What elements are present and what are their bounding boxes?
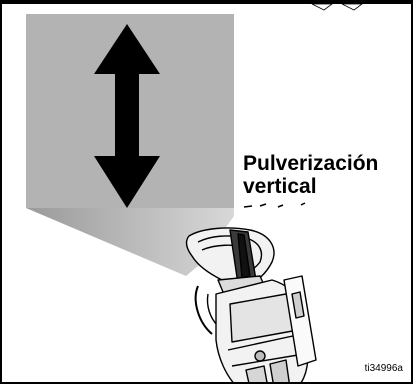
figure-id: ti34996a [364, 363, 403, 374]
spray-label-line2: vertical [243, 175, 317, 198]
spray-fan [26, 208, 234, 276]
spray-direction-label: Pulverización vertical [243, 152, 378, 198]
header-fragment [311, 4, 333, 11]
label-fragment [243, 202, 306, 208]
double-arrow-icon [94, 24, 160, 208]
header-fragment [341, 4, 363, 11]
spray-gun-icon [185, 227, 317, 382]
spray-label-line1: Pulverización [243, 152, 379, 175]
spray-diagram [26, 4, 363, 382]
